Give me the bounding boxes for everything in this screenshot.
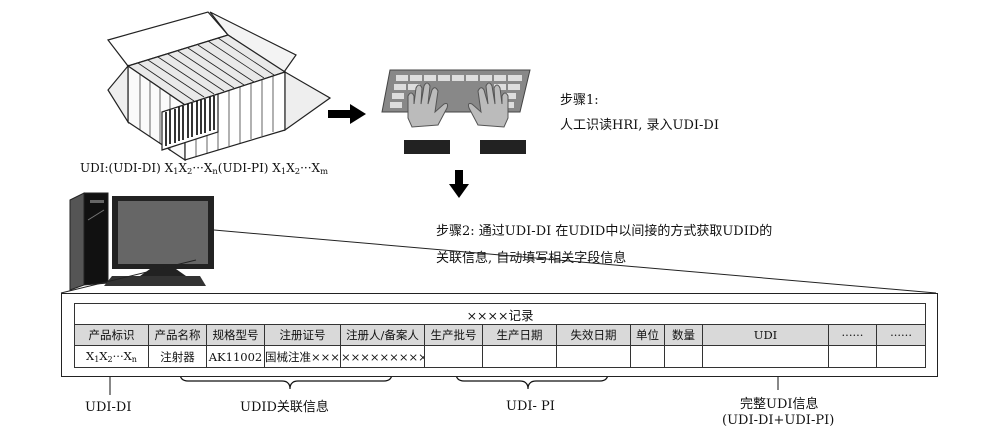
computer-illustration bbox=[60, 192, 937, 294]
column-header: ······ bbox=[828, 324, 877, 346]
column-header: ······ bbox=[875, 324, 927, 346]
subscript: 1 bbox=[94, 355, 100, 364]
subscript: m bbox=[320, 166, 329, 176]
formula-x: X bbox=[86, 349, 95, 363]
column-header: 注册证号 bbox=[264, 324, 341, 346]
table-cell bbox=[702, 345, 829, 368]
step2-line1: 步骤2: 通过UDI-DI 在UDID中以间接的方式获取UDID的 bbox=[436, 224, 773, 239]
step1-title: 步骤1: bbox=[560, 93, 599, 108]
formula-x: X bbox=[99, 349, 108, 363]
column-header: 生产日期 bbox=[482, 324, 557, 346]
subscript: 2 bbox=[107, 355, 113, 364]
subscript: n bbox=[131, 355, 137, 364]
column-header: 注册人/备案人 bbox=[340, 324, 425, 346]
udi-pi-label: UDI- PI bbox=[506, 399, 555, 414]
column-header: 单位 bbox=[630, 324, 665, 346]
sleeves-icon bbox=[404, 140, 526, 154]
arrow-down-icon bbox=[449, 170, 469, 198]
subscript: 1 bbox=[173, 166, 179, 176]
udid-info-brace bbox=[179, 372, 393, 390]
table-cell: 注射器 bbox=[148, 345, 207, 368]
record-panel: ××××记录 产品标识产品名称规格型号注册证号注册人/备案人生产批号生产日期失效… bbox=[61, 293, 938, 377]
hands-icon bbox=[407, 82, 509, 128]
full-udi-label: 完整UDI信息 bbox=[740, 397, 819, 412]
formula-dots: ···X bbox=[300, 161, 321, 175]
full-udi-sub-label: (UDI-DI+UDI-PI) bbox=[722, 413, 835, 428]
subscript: 2 bbox=[294, 166, 301, 176]
subscript: n bbox=[212, 166, 218, 176]
product-id-cell: X1X2···Xn bbox=[74, 345, 149, 368]
box-illustration bbox=[106, 11, 332, 162]
column-header: 生产批号 bbox=[424, 324, 483, 346]
formula-x: X bbox=[286, 161, 295, 175]
subscript: 2 bbox=[187, 166, 193, 176]
formula-dots: ···X bbox=[192, 161, 213, 175]
column-header: 产品名称 bbox=[148, 324, 207, 346]
udi-formula-left: UDI:(UDI-DI) X bbox=[80, 161, 174, 175]
udid-info-label: UDID关联信息 bbox=[240, 400, 329, 415]
table-cell bbox=[556, 345, 631, 368]
udi-pi-brace bbox=[455, 372, 609, 390]
record-title: ××××记录 bbox=[73, 303, 927, 325]
table-cell: AK11002 bbox=[206, 345, 265, 368]
column-header: UDI bbox=[702, 324, 829, 346]
table-cell bbox=[482, 345, 557, 368]
step2-line2: 关联信息, 自动填写相关字段信息 bbox=[436, 251, 627, 266]
table-cell: 国械注准××× bbox=[264, 345, 341, 368]
column-header: 产品标识 bbox=[74, 324, 149, 346]
step1-text: 人工识读HRI, 录入UDI-DI bbox=[560, 118, 719, 133]
formula-dots: ···X bbox=[112, 349, 132, 363]
table-cell bbox=[875, 345, 927, 368]
record-table: ××××记录 产品标识产品名称规格型号注册证号注册人/备案人生产批号生产日期失效… bbox=[73, 303, 927, 368]
table-cell: ××××××××× bbox=[340, 345, 425, 368]
table-cell bbox=[828, 345, 877, 368]
table-cell bbox=[630, 345, 665, 368]
subscript: 1 bbox=[280, 166, 287, 176]
udi-formula: UDI:(UDI-DI) X1X2···Xn(UDI-PI) X1X2···Xm bbox=[80, 161, 328, 176]
column-header: 失效日期 bbox=[556, 324, 631, 346]
udi-di-label: UDI-DI bbox=[85, 400, 132, 415]
column-header: 数量 bbox=[664, 324, 703, 346]
formula-x: X bbox=[178, 161, 188, 175]
table-cell bbox=[664, 345, 703, 368]
table-cell bbox=[424, 345, 483, 368]
column-header: 规格型号 bbox=[206, 324, 265, 346]
arrow-right-icon bbox=[328, 104, 366, 124]
udi-formula-mid: (UDI-PI) X bbox=[217, 161, 281, 175]
